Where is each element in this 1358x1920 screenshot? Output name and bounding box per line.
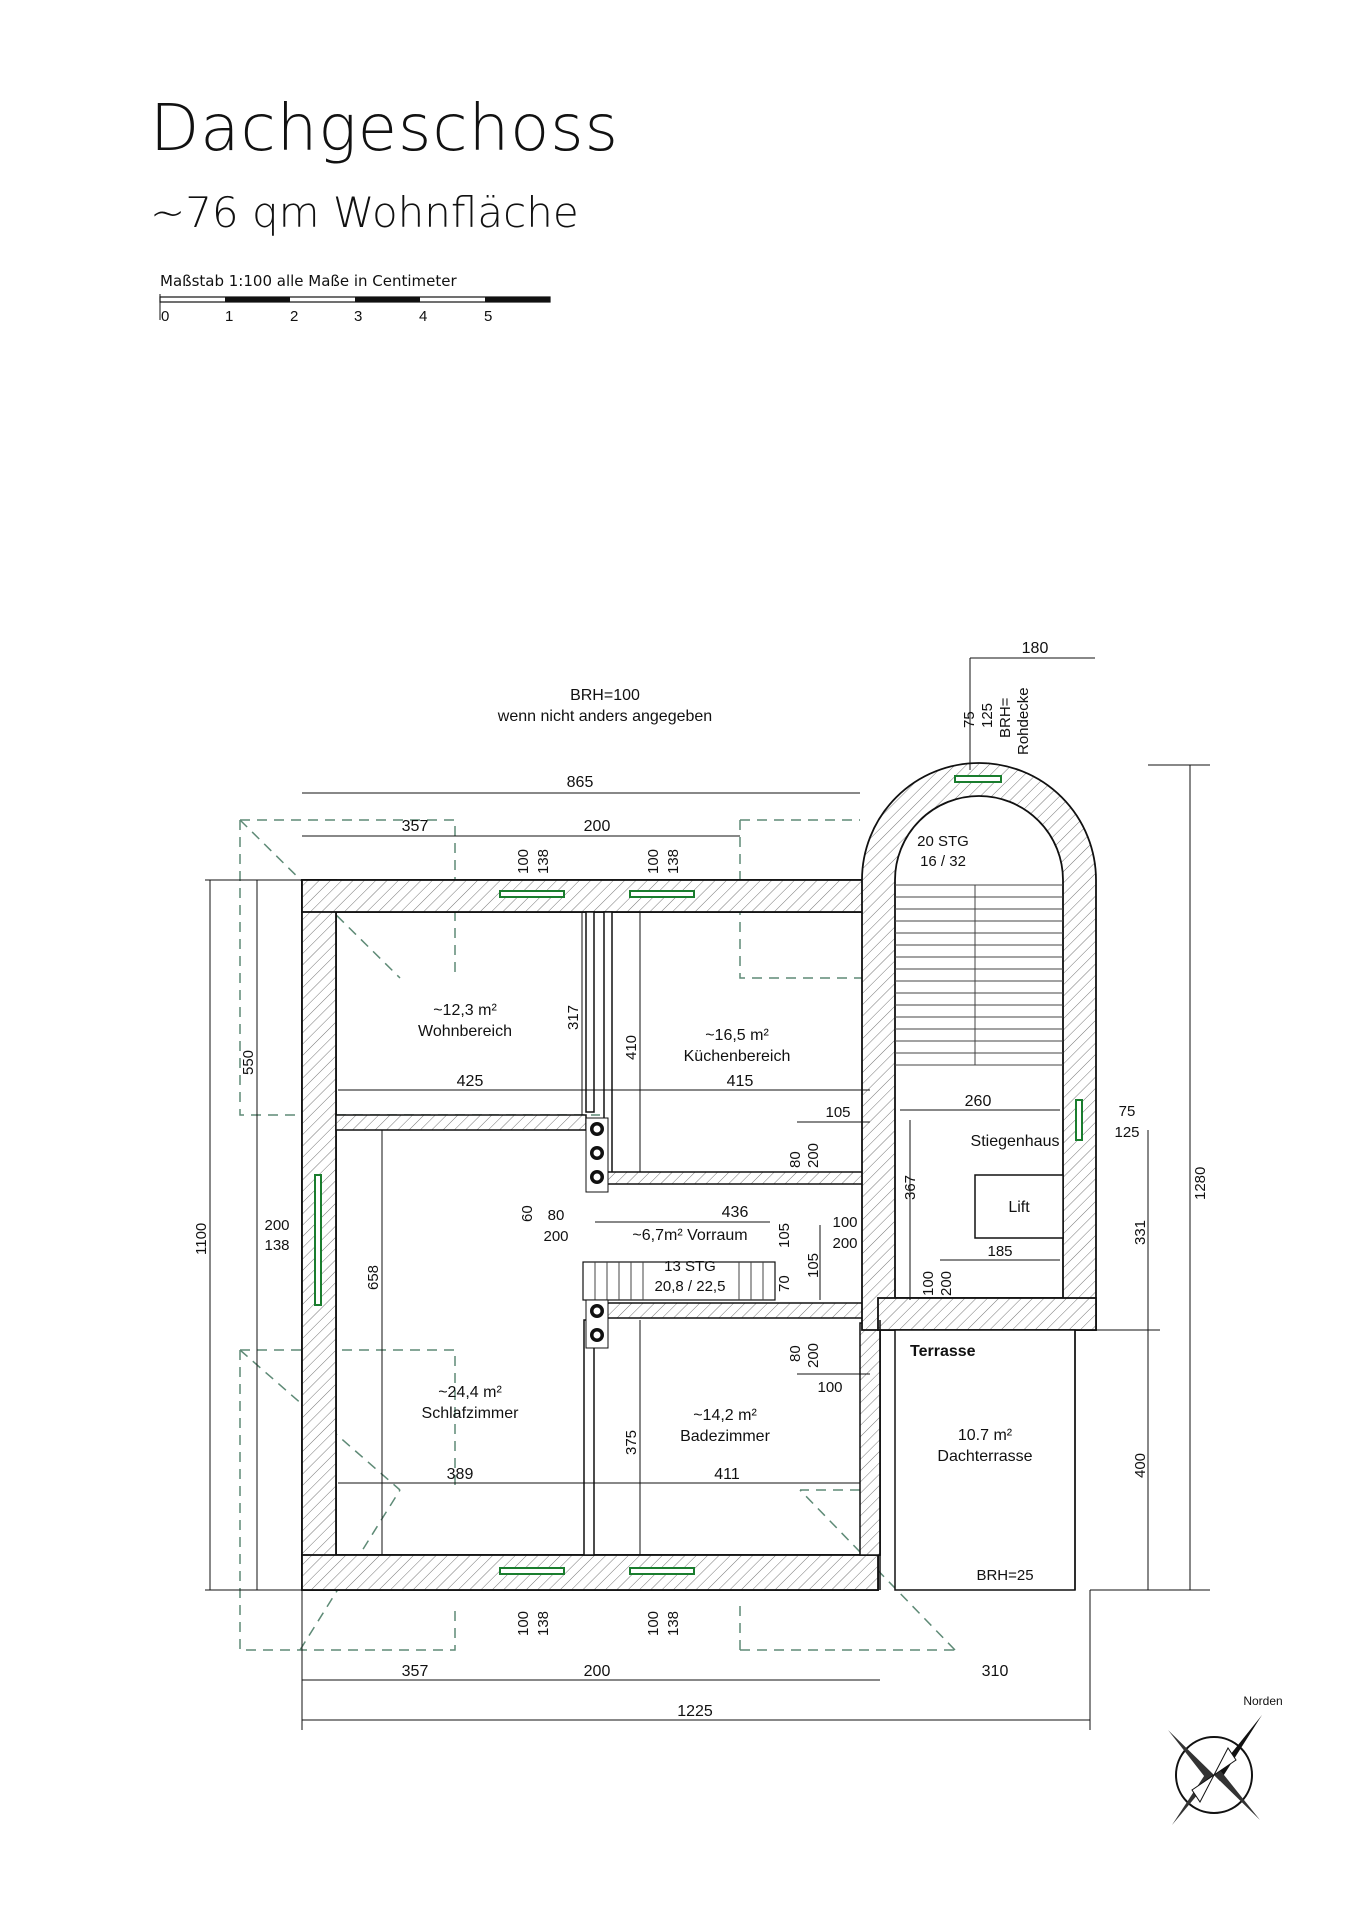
page-subtitle: ~76 qm Wohnfläche	[150, 188, 579, 237]
room-lift: Lift	[1008, 1199, 1030, 1216]
dim-100-b: 100	[645, 849, 662, 874]
dim-138-g: 138	[665, 1611, 682, 1636]
room-name-bad: Badezimmer	[680, 1428, 770, 1445]
dim-185: 185	[987, 1243, 1012, 1260]
dimension-lines	[205, 657, 1210, 1730]
dim-260: 260	[965, 1093, 992, 1110]
dim-100-g: 100	[645, 1611, 662, 1636]
dim-436: 436	[722, 1204, 749, 1221]
room-area-dach: 10.7 m²	[958, 1427, 1013, 1444]
scale-bar: 0 1 2 3 4 5	[159, 294, 551, 325]
scale-tick-5: 5	[484, 308, 492, 325]
dim-70: 70	[776, 1275, 793, 1292]
room-name-schlaf: Schlafzimmer	[422, 1405, 520, 1422]
dim-80-c: 80	[787, 1345, 804, 1362]
dim-415: 415	[727, 1073, 754, 1090]
scale-tick-3: 3	[354, 308, 362, 325]
dim-100-a: 100	[515, 849, 532, 874]
dim-180: 180	[1022, 640, 1049, 657]
scale-tick-1: 1	[225, 308, 233, 325]
dim-105-a: 105	[825, 1104, 850, 1121]
dim-1280: 1280	[1192, 1167, 1209, 1200]
dim-400: 400	[1132, 1453, 1149, 1478]
dim-658: 658	[365, 1265, 382, 1290]
dim-138-left: 138	[264, 1237, 289, 1254]
stair-round-2: 16 / 32	[920, 853, 966, 870]
dim-357-top: 357	[402, 818, 429, 835]
dim-100-f: 100	[515, 1611, 532, 1636]
dim-425: 425	[457, 1073, 484, 1090]
window-icon	[314, 775, 1083, 1575]
room-name-kueche: Küchenbereich	[684, 1048, 791, 1065]
dim-100-c: 100	[832, 1214, 857, 1231]
room-area-wohn: ~12,3 m²	[433, 1002, 497, 1019]
dim-80-a: 80	[787, 1151, 804, 1168]
dim-125-top: 125	[979, 703, 996, 728]
room-terrasse: Terrasse	[910, 1343, 976, 1360]
dim-105-c: 105	[805, 1253, 822, 1278]
room-area-kueche: ~16,5 m²	[705, 1027, 769, 1044]
brh-note-1: BRH=100	[570, 687, 640, 704]
north-label: Norden	[1243, 1694, 1282, 1708]
dim-410: 410	[623, 1035, 640, 1060]
dim-75-top: 75	[961, 711, 978, 728]
dim-200-e: 200	[805, 1343, 822, 1368]
dim-200-d: 200	[938, 1271, 955, 1296]
dim-200-b: 200	[543, 1228, 568, 1245]
dim-138-b: 138	[665, 849, 682, 874]
stair-main-1: 13 STG	[664, 1258, 716, 1275]
dim-331: 331	[1132, 1220, 1149, 1245]
dim-138-a: 138	[535, 849, 552, 874]
dim-1100: 1100	[193, 1223, 210, 1255]
room-area-schlaf: ~24,4 m²	[438, 1384, 502, 1401]
scale-label: Maßstab 1:100 alle Maße in Centimeter	[160, 272, 457, 290]
chimney-icon	[585, 1117, 609, 1349]
room-name-wohn: Wohnbereich	[418, 1023, 512, 1040]
scale-tick-4: 4	[419, 308, 427, 325]
dim-105-b: 105	[776, 1223, 793, 1248]
scale-tick-2: 2	[290, 308, 298, 325]
dim-200-top: 200	[584, 818, 611, 835]
dim-80-b: 80	[548, 1207, 565, 1224]
dim-200-left: 200	[264, 1217, 289, 1234]
dim-375: 375	[623, 1430, 640, 1455]
dim-367: 367	[902, 1175, 919, 1200]
room-stiegenhaus: Stiegenhaus	[971, 1133, 1060, 1150]
walls	[301, 762, 1097, 1591]
dim-75-right: 75	[1119, 1103, 1136, 1120]
brh-rohdecke-1: BRH=	[997, 697, 1014, 738]
dim-389: 389	[447, 1466, 474, 1483]
dim-125-right: 125	[1114, 1124, 1139, 1141]
dim-100-d: 100	[920, 1271, 937, 1296]
brh-rohdecke-2: Rohdecke	[1015, 687, 1032, 755]
room-vorraum: ~6,7m² Vorraum	[632, 1227, 747, 1244]
stair-main-2: 20,8 / 22,5	[655, 1278, 726, 1295]
dim-317: 317	[565, 1005, 582, 1030]
dim-411: 411	[714, 1466, 740, 1483]
dim-200-c: 200	[832, 1235, 857, 1252]
dim-865: 865	[567, 774, 594, 791]
dim-200-a: 200	[805, 1143, 822, 1168]
page-title: Dachgeschoss	[150, 92, 619, 166]
room-name-dach: Dachterrasse	[937, 1448, 1032, 1465]
dim-310: 310	[982, 1663, 1009, 1680]
stair-round-1: 20 STG	[917, 833, 969, 850]
dim-60: 60	[519, 1205, 536, 1222]
scale-tick-0: 0	[161, 308, 169, 325]
compass-icon: Norden	[1168, 1694, 1283, 1825]
dim-200-bottom: 200	[584, 1663, 611, 1680]
dim-357-bottom: 357	[402, 1663, 429, 1680]
dim-550: 550	[240, 1050, 257, 1075]
brh-note-2: wenn nicht anders angegeben	[497, 708, 712, 725]
room-area-bad: ~14,2 m²	[693, 1407, 757, 1424]
dim-1225: 1225	[677, 1703, 713, 1720]
brh-terrace: BRH=25	[976, 1567, 1033, 1584]
dim-138-f: 138	[535, 1611, 552, 1636]
dim-100-e: 100	[817, 1379, 842, 1396]
